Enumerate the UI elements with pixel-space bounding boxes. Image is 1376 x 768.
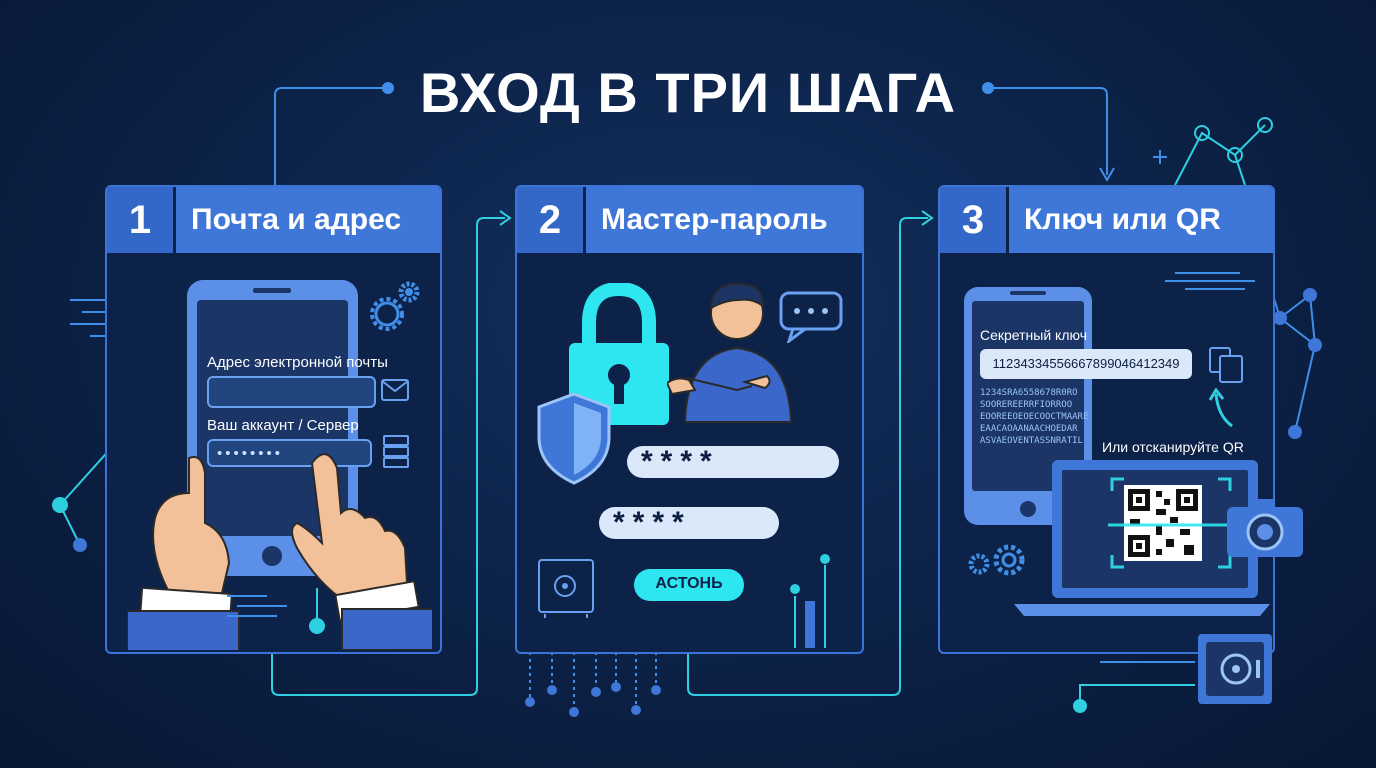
- step-header: 2 Мастер-пароль: [517, 187, 862, 253]
- step-title: Ключ или QR: [1024, 203, 1221, 236]
- password-input-2[interactable]: ****: [599, 507, 779, 539]
- person-icon: [667, 282, 793, 423]
- decorative-lines: [1165, 272, 1255, 290]
- secret-key-field[interactable]: 11234334556667899046412349: [980, 349, 1192, 379]
- code-line: 1234SRA6558678R0RO: [980, 388, 1078, 398]
- code-line: EAACAOAANAACHOEDAR: [980, 424, 1078, 434]
- code-line: EOOREEOEOECOOCTMAARE: [980, 412, 1089, 422]
- chat-bubble-icon: [779, 291, 843, 343]
- safe-icon: [538, 559, 594, 618]
- decorative-lines: [227, 588, 325, 634]
- step-header: 1 Почта и адрес: [107, 187, 440, 253]
- shield-icon: [537, 392, 611, 485]
- step-number: 2: [517, 187, 586, 253]
- step-card-2: 2 Мастер-пароль: [515, 185, 864, 654]
- mail-icon: [381, 379, 409, 401]
- code-lines: 1234SRA6558678R0RO SOOREREERRFIORROO EOO…: [980, 387, 1088, 447]
- step-card-1: 1 Почта и адрес Адрес электронной почты …: [105, 185, 442, 654]
- copy-icon[interactable]: [1208, 346, 1246, 384]
- safe-icon: [1198, 634, 1272, 704]
- step-number: 3: [940, 187, 1009, 253]
- camera-icon[interactable]: [1225, 495, 1305, 559]
- password-input-1[interactable]: ****: [627, 446, 839, 478]
- step-card-3: 3 Ключ или QR Секретный ключ 11234334556…: [938, 185, 1303, 654]
- code-line: ASVAEOVENTASSNRATIL: [980, 436, 1083, 446]
- bar-graphic: [790, 554, 830, 648]
- server-icon: [383, 435, 409, 468]
- gears-icon: [370, 281, 420, 331]
- arrow-up-icon: [1208, 388, 1233, 428]
- password-field[interactable]: ••••••••: [207, 439, 372, 467]
- step-header: 3 Ключ или QR: [940, 187, 1273, 253]
- page-title: ВХОД В ТРИ ШАГА: [419, 61, 957, 124]
- step-number: 1: [107, 187, 176, 253]
- step-title: Почта и адрес: [191, 203, 402, 236]
- step-title: Мастер-пароль: [601, 203, 828, 236]
- email-label: Адрес электронной почты: [207, 354, 388, 371]
- qr-prompt: Или отсканируйте QR: [1102, 439, 1244, 455]
- code-line: SOOREREERRFIORROO: [980, 400, 1073, 410]
- gears-icon: [968, 544, 1025, 576]
- account-label: Ваш аккаунт / Сервер: [207, 417, 359, 434]
- hands-icon: [127, 453, 432, 650]
- phone-icon: [187, 280, 358, 576]
- email-field[interactable]: [207, 376, 376, 408]
- qr-code-icon[interactable]: [1108, 475, 1234, 571]
- submit-button[interactable]: АСТОНЬ: [634, 569, 744, 601]
- secret-key-label: Секретный ключ: [980, 327, 1087, 343]
